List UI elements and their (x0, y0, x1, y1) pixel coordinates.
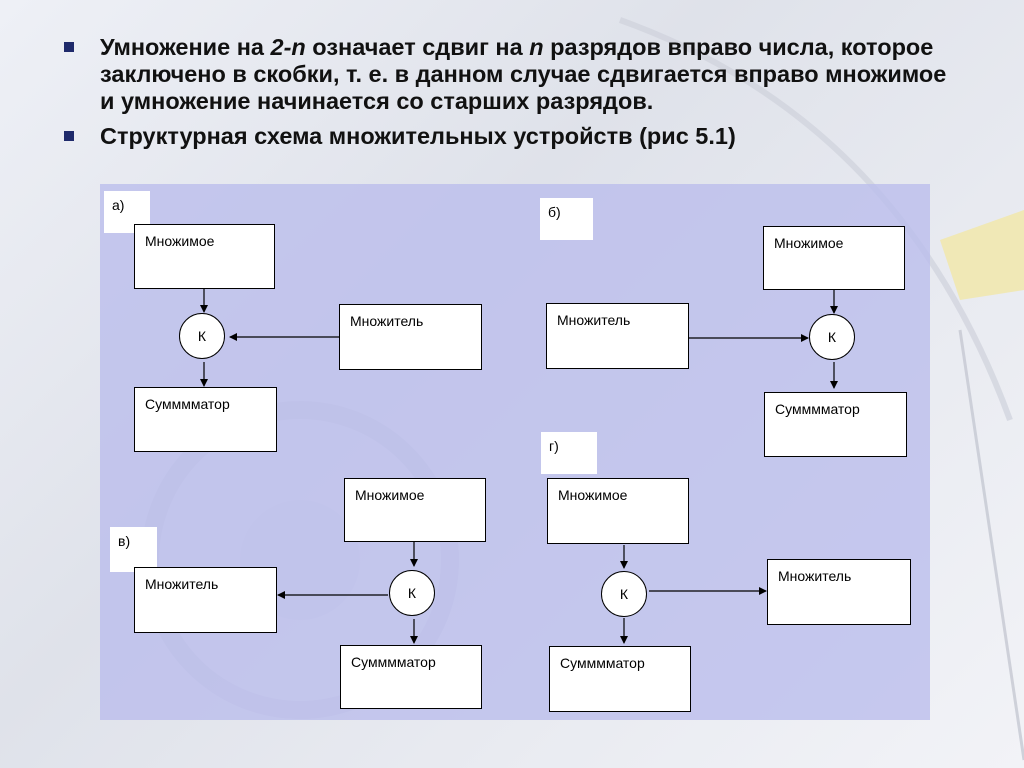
multiplier-label: Множитель (557, 312, 631, 328)
label-v: в) (110, 527, 157, 572)
multiplicand-box-g: Множимое (547, 478, 689, 544)
multiplier-box-v: Множитель (134, 567, 277, 633)
multiplier-label: Множитель (350, 313, 424, 329)
adder-label: Сумммматор (775, 401, 860, 417)
k-node-g: К (601, 571, 647, 617)
bullet-item: Умножение на 2-n означает сдвиг на n раз… (62, 34, 962, 115)
bullet-marker (64, 42, 74, 52)
multiplier-box-g: Множитель (767, 559, 911, 625)
bullet-list: Умножение на 2-n означает сдвиг на n раз… (62, 34, 962, 158)
adder-box-b: Сумммматор (764, 392, 907, 457)
label-b: б) (540, 198, 593, 240)
multiplier-box-b: Множитель (546, 303, 689, 369)
bullet-item: Структурная схема множительных устройств… (62, 123, 962, 150)
bullet-text-1: Умножение на 2-n означает сдвиг на n раз… (100, 34, 947, 114)
k-node-a: К (179, 313, 225, 359)
multiplier-label: Множитель (145, 576, 219, 592)
multiplicand-box-v: Множимое (344, 478, 486, 542)
k-node-v: К (389, 570, 435, 616)
label-g: г) (541, 432, 597, 474)
bullet-text-2: Структурная схема множительных устройств… (100, 123, 736, 149)
adder-box-g: Сумммматор (549, 646, 691, 712)
multiplicand-label: Множимое (355, 487, 425, 503)
multiplicand-label: Множимое (774, 235, 844, 251)
k-node-b: К (809, 314, 855, 360)
adder-label: Сумммматор (145, 396, 230, 412)
multiplicand-box-a: Множимое (134, 224, 275, 289)
multiplicand-box-b: Множимое (763, 226, 905, 290)
multiplicand-label: Множимое (145, 233, 215, 249)
multiplicand-label: Множимое (558, 487, 628, 503)
label-a: а) (104, 191, 150, 233)
adder-box-a: Сумммматор (134, 387, 277, 452)
adder-label: Сумммматор (560, 655, 645, 671)
multiplier-label: Множитель (778, 568, 852, 584)
multiplier-box-a: Множитель (339, 304, 482, 370)
adder-box-v: Сумммматор (340, 645, 482, 709)
bullet-marker (64, 131, 74, 141)
adder-label: Сумммматор (351, 654, 436, 670)
